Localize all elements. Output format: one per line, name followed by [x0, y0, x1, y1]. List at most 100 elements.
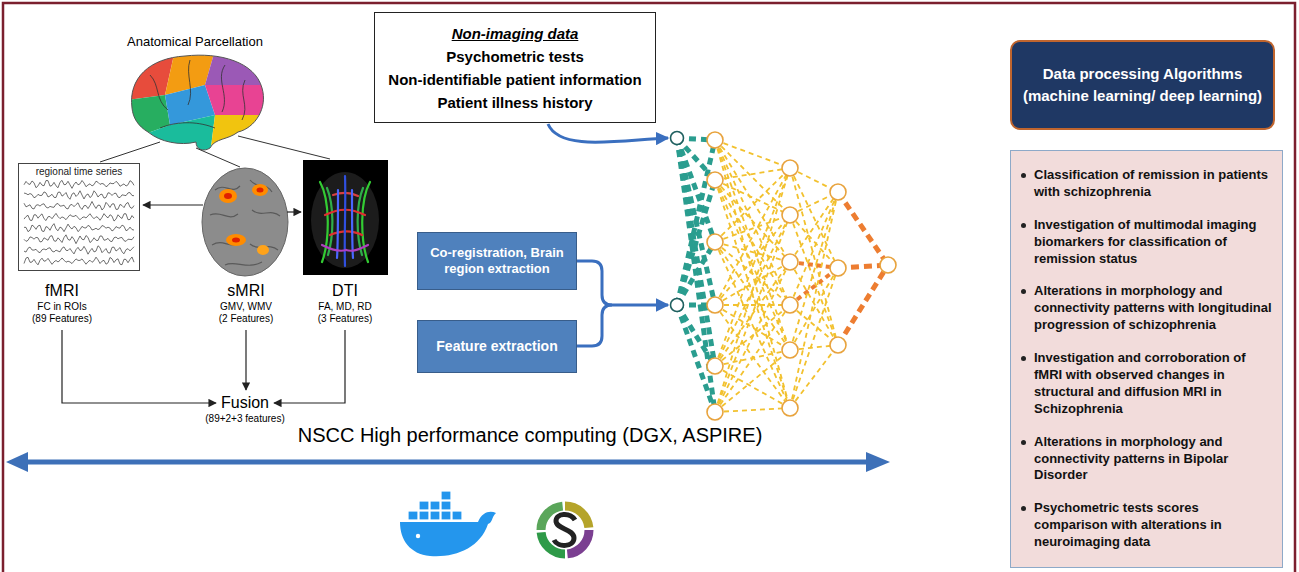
process-box: Co-registration, Brain region extraction [417, 232, 577, 290]
bullet-dot [1021, 289, 1026, 294]
neural-network [880, 257, 896, 273]
docker-logo [430, 511, 440, 520]
time-series-traces [24, 213, 134, 221]
text-row: Non-imaging data [452, 22, 579, 45]
neural-network [715, 168, 790, 412]
neural-network [707, 297, 723, 313]
singularity-logo [541, 506, 589, 554]
double-arrow [6, 452, 28, 472]
parcellation-brain [128, 50, 270, 155]
neural-network [671, 299, 684, 312]
neural-network [677, 242, 715, 305]
feature-count: (3 Features) [318, 313, 372, 325]
dti-image [320, 176, 370, 266]
docker-logo [400, 491, 496, 556]
list-item-text: Classification of remission in patients … [1034, 167, 1274, 201]
time-series-traces [24, 180, 134, 264]
dti-image [337, 190, 338, 258]
modality-name: fMRI [45, 282, 79, 300]
neural-network [830, 184, 846, 200]
panel-arrow [143, 205, 301, 212]
neural-network [838, 192, 888, 265]
smri-brain [252, 184, 268, 196]
neural-network [715, 305, 790, 412]
neural-network [707, 172, 723, 188]
neural-network [838, 265, 888, 345]
singularity-logo [554, 514, 575, 545]
parcellation-brain [205, 50, 270, 85]
text-row: regional time series [19, 166, 139, 178]
neural-network [782, 400, 798, 416]
neural-network [715, 140, 790, 408]
docker-logo [408, 511, 418, 520]
dti-image [344, 176, 347, 266]
parcellation-brain [210, 115, 270, 155]
parcellation-brain [128, 50, 270, 155]
neural-network [715, 140, 790, 350]
dti-image [330, 231, 362, 235]
text-row: Non-identifiable patient information [388, 68, 641, 91]
box-text: Non-imaging data [452, 22, 579, 45]
neural-network [715, 140, 790, 168]
list-item-text: Investigation of multimodal imaging biom… [1034, 217, 1274, 268]
neural-network [782, 160, 798, 176]
header-box: Data processing Algorithms (machine lear… [1010, 40, 1275, 130]
list-box: Classification of remission in patients … [1010, 150, 1283, 568]
text-row: Patient illness history [437, 91, 592, 114]
dti-image [320, 182, 328, 262]
time-series-traces [24, 201, 134, 210]
input-arrow [548, 124, 668, 142]
neural-network [715, 350, 790, 412]
feature-count: (89 Features) [32, 313, 92, 325]
bullet-dot [1021, 440, 1026, 445]
feature-count: (2 Features) [219, 313, 273, 325]
smri-brain [202, 168, 288, 276]
dti-image [358, 188, 363, 255]
docker-logo [452, 511, 462, 520]
list-item-text: Alterations in morphology and connectivi… [1034, 434, 1274, 485]
text-row: Investigation and corroboration of fMRI … [1021, 350, 1274, 418]
bullet-dot [1021, 173, 1026, 178]
neural-network [782, 207, 798, 223]
neural-network [715, 262, 790, 412]
fusion-arrow [245, 330, 246, 390]
neural-network [830, 337, 846, 353]
docker-logo [430, 501, 440, 510]
platform-label: NSCC High performance computing (DGX, AS… [298, 424, 763, 447]
modality-name: DTI [332, 282, 358, 300]
text-row: Psychometric tests [446, 45, 584, 68]
data-box: Non-imaging dataPsychometric testsNon-id… [374, 12, 656, 123]
parcellation-brain [205, 85, 270, 115]
singularity-logo [541, 506, 589, 554]
text-row: Feature extraction [426, 338, 568, 356]
box-text: Patient illness history [437, 91, 592, 114]
dti-image [327, 188, 332, 255]
leader-line [100, 142, 160, 162]
neural-network [707, 234, 723, 250]
feature-note: FA, MD, RD [318, 301, 371, 313]
feature-count: (89+2+3 features) [205, 413, 285, 425]
list-item-text: Investigation and corroboration of fMRI … [1034, 350, 1274, 418]
parcellation-brain [150, 60, 245, 128]
smri-brain [257, 188, 264, 193]
dti-image [311, 172, 379, 268]
input-arrow [577, 305, 612, 346]
panel-arrow [287, 211, 301, 212]
text-row: Investigation of multimodal imaging biom… [1021, 217, 1274, 268]
smri-brain [202, 168, 288, 276]
neural-network [790, 192, 838, 262]
smri-brain [257, 245, 269, 255]
fusion-arrow [62, 330, 216, 403]
neural-network [715, 215, 790, 412]
neural-network [677, 305, 715, 366]
dti-image [322, 245, 346, 251]
singularity-logo [541, 506, 589, 554]
process-box: Feature extraction [417, 320, 577, 373]
neural-network [715, 262, 790, 366]
time-series-traces [24, 235, 134, 244]
smri-brain [210, 180, 280, 265]
neural-network [671, 132, 684, 145]
box-text: Non-identifiable patient information [388, 68, 641, 91]
docker-logo [441, 491, 451, 500]
